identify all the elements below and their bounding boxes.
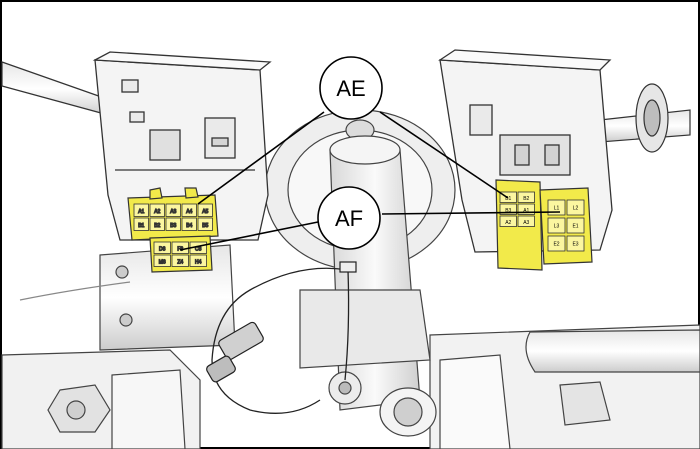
connector-pin-label: A1	[138, 209, 144, 215]
connector-pin-cell	[165, 217, 181, 231]
sensor-plug	[206, 261, 357, 383]
connector-pin-label: E2	[553, 242, 559, 248]
connector-pin-cell	[499, 203, 517, 215]
connector-pin-label: B3	[505, 208, 511, 214]
connector-pin-label: E3	[572, 242, 578, 248]
connector-pin-label: E1	[572, 224, 578, 230]
connector-pin-label: B4	[186, 223, 192, 229]
connector-pin-cell	[165, 203, 181, 217]
callout-af: AF	[317, 186, 381, 250]
connector-pin-cell	[149, 217, 165, 231]
connector-pin-cell	[149, 203, 165, 217]
connector-pin-label: A4	[186, 209, 192, 215]
ae-leader-left	[197, 111, 325, 205]
connector-pin-cell	[197, 203, 213, 217]
connector-pin-cell	[547, 199, 566, 216]
sensor-wire	[211, 267, 350, 414]
connector-pin-cell	[181, 203, 197, 217]
callout-ae-circle	[319, 56, 383, 120]
left-switch-housing	[92, 51, 272, 241]
connector-pin-label: M6	[159, 259, 166, 265]
connector-pin-cell	[499, 215, 517, 227]
connector-pin-cell	[517, 203, 535, 215]
connector-pin-cell	[181, 217, 197, 231]
connector-pin-cell	[566, 235, 585, 252]
connector-pin-label: B1	[505, 196, 511, 202]
connector-pin-label: B3	[170, 223, 176, 229]
connector-pin-label: A5	[202, 209, 208, 215]
connector-pin-label: A2	[154, 209, 160, 215]
connector-pin-label: B5	[202, 223, 208, 229]
connector-pin-cell	[517, 191, 535, 203]
connector-pin-cell	[153, 254, 171, 267]
connector-pin-label: A3	[523, 220, 529, 226]
connector-pin-label: H4	[195, 259, 202, 265]
connector-pin-cell	[133, 203, 149, 217]
connector-pin-label: A3	[170, 209, 176, 215]
connector-pin-cell	[189, 254, 207, 267]
connector-pin-label: B2	[523, 196, 529, 202]
connector-pin-label: A1	[523, 208, 529, 214]
connector-pin-cell	[517, 215, 535, 227]
connector-pin-label: D6	[159, 246, 166, 252]
lower-bracket-right	[429, 324, 700, 449]
connector-pin-label: A2	[505, 220, 511, 226]
connector-pin-label: L3	[554, 224, 560, 230]
callout-af-circle	[317, 186, 381, 250]
connector-pin-label: Z4	[177, 259, 183, 265]
callout-af-label: AF	[335, 206, 363, 231]
callout-ae: AE	[319, 56, 383, 120]
af-leader-left	[179, 221, 319, 251]
connector-pin-cell	[566, 199, 585, 216]
af-leader-right	[381, 211, 561, 215]
connector-pin-label: L1	[554, 206, 560, 212]
connector-pin-label: C6	[195, 246, 202, 252]
connector-pin-label: L2	[573, 206, 579, 212]
connector-pin-cell	[547, 235, 566, 252]
connector-pin-label: B2	[154, 223, 160, 229]
connector-pin-cell	[171, 254, 189, 267]
lower-bracket-left	[1, 349, 201, 449]
connector-pin-cell	[566, 217, 585, 234]
ae-leader-right	[379, 111, 509, 199]
connector-pin-cell	[547, 217, 566, 234]
connector-pin-cell	[153, 241, 171, 254]
connector-pin-label: B1	[138, 223, 144, 229]
leader-lines	[179, 111, 561, 251]
connector-pin-cell	[133, 217, 149, 231]
callout-ae-label: AE	[336, 76, 365, 101]
connector-pin-cell	[197, 217, 213, 231]
right-stalk	[599, 83, 691, 153]
